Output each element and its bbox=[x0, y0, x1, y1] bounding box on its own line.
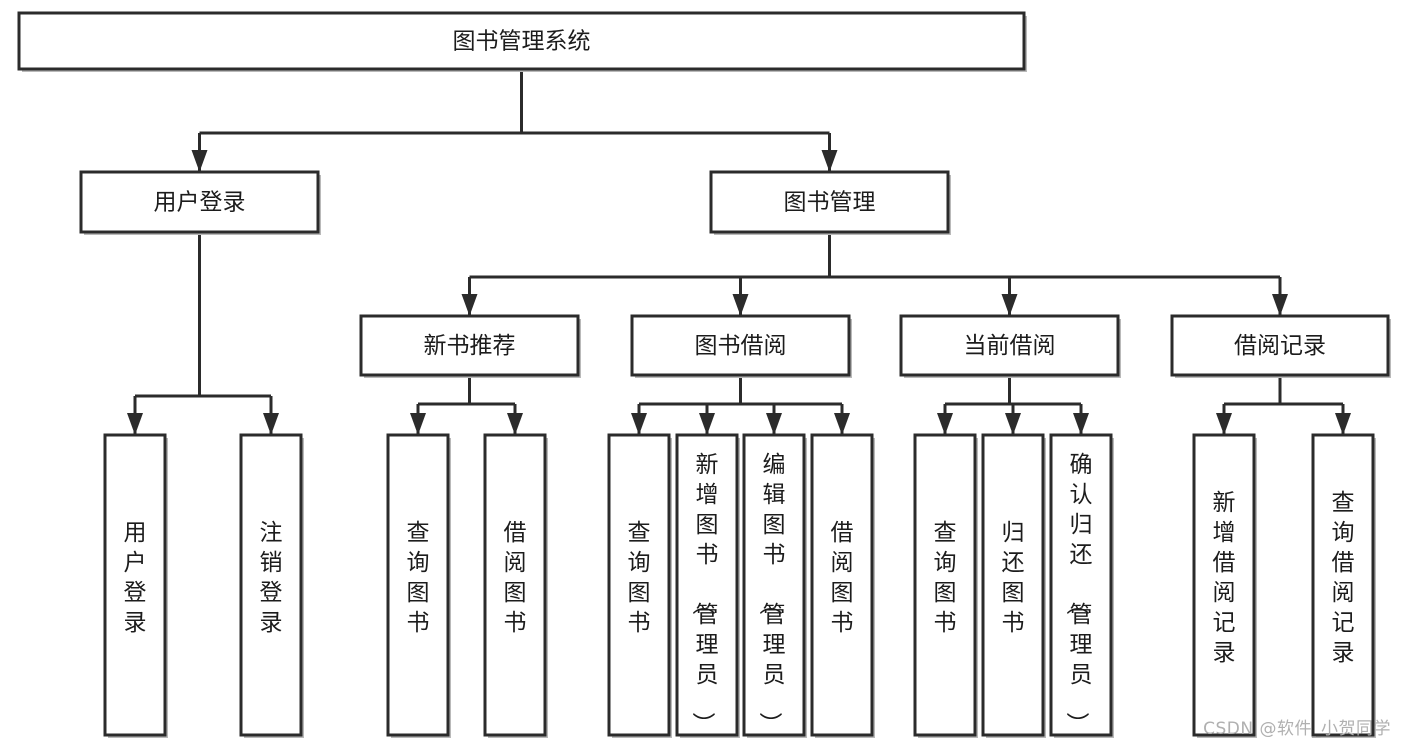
node-label: 查询借阅记录 bbox=[1332, 490, 1355, 666]
node-root-system[interactable]: 图书管理系统 bbox=[17, 11, 1027, 72]
node-label: 当前借阅 bbox=[964, 333, 1056, 359]
box-outline bbox=[810, 433, 874, 737]
arrow-head bbox=[631, 413, 647, 435]
node-level2-0[interactable]: 用户登录 bbox=[79, 170, 321, 235]
box-outline bbox=[239, 433, 303, 737]
node-label: 图书管理系统 bbox=[453, 29, 591, 55]
node-label: 编辑图书（管理员） bbox=[757, 452, 786, 735]
box-outline bbox=[1311, 433, 1375, 737]
node-leaf-3[interactable]: 借阅图书 bbox=[483, 433, 548, 738]
node-label: 查询图书 bbox=[934, 520, 957, 636]
node-leaf-6[interactable]: 编辑图书（管理员） bbox=[742, 433, 807, 738]
node-label: 确认归还（管理员） bbox=[1064, 452, 1093, 735]
node-leaf-8[interactable]: 查询图书 bbox=[913, 433, 978, 738]
box-outline bbox=[386, 433, 450, 737]
box-outline bbox=[1049, 433, 1113, 737]
node-level3-0[interactable]: 新书推荐 bbox=[359, 314, 581, 378]
node-leaf-2[interactable]: 查询图书 bbox=[386, 433, 451, 738]
node-label: 图书管理 bbox=[784, 190, 876, 216]
node-leaf-12[interactable]: 查询借阅记录 bbox=[1311, 433, 1376, 738]
box-outline bbox=[899, 314, 1120, 377]
node-level2-1[interactable]: 图书管理 bbox=[709, 170, 951, 235]
arrow-head bbox=[821, 150, 838, 172]
arrow-head bbox=[263, 413, 279, 435]
arrow-head bbox=[1001, 294, 1018, 316]
arrow-head bbox=[834, 413, 850, 435]
arrow-head bbox=[127, 413, 143, 435]
node-label: 查询图书 bbox=[407, 520, 430, 636]
box-outline bbox=[483, 433, 547, 737]
box-outline bbox=[79, 170, 320, 234]
arrow-head bbox=[1005, 413, 1021, 435]
box-outline bbox=[607, 433, 671, 737]
box-outline bbox=[17, 11, 1026, 71]
node-leaf-9[interactable]: 归还图书 bbox=[981, 433, 1046, 738]
box-outline bbox=[630, 314, 851, 377]
node-leaf-5[interactable]: 新增图书（管理员） bbox=[675, 433, 740, 738]
box-outline bbox=[709, 170, 950, 234]
box-outline bbox=[1192, 433, 1256, 737]
box-outline bbox=[981, 433, 1045, 737]
box-outline bbox=[742, 433, 806, 737]
node-label: 用户登录 bbox=[154, 190, 246, 216]
arrow-head bbox=[766, 413, 782, 435]
node-layer: 图书管理系统用户登录图书管理新书推荐图书借阅当前借阅借阅记录用户登录注销登录查询… bbox=[17, 11, 1391, 738]
node-label: 新增借阅记录 bbox=[1213, 490, 1236, 666]
box-outline bbox=[913, 433, 977, 737]
node-label: 用户登录 bbox=[124, 520, 147, 636]
arrow-head bbox=[461, 294, 478, 316]
node-leaf-11[interactable]: 新增借阅记录 bbox=[1192, 433, 1257, 738]
node-label: 注销登录 bbox=[260, 520, 283, 636]
node-label: 借阅记录 bbox=[1234, 333, 1326, 359]
arrow-head bbox=[699, 413, 715, 435]
arrow-head bbox=[507, 413, 523, 435]
node-level3-2[interactable]: 当前借阅 bbox=[899, 314, 1121, 378]
box-outline bbox=[103, 433, 167, 737]
arrow-head bbox=[1335, 413, 1351, 435]
node-level3-3[interactable]: 借阅记录 bbox=[1170, 314, 1391, 378]
node-level3-1[interactable]: 图书借阅 bbox=[630, 314, 852, 378]
node-label: 查询图书 bbox=[628, 520, 651, 636]
node-leaf-7[interactable]: 借阅图书 bbox=[810, 433, 875, 738]
box-outline bbox=[1170, 314, 1390, 377]
node-label: 图书借阅 bbox=[695, 333, 787, 359]
arrow-head bbox=[191, 150, 208, 172]
node-label: 新书推荐 bbox=[424, 333, 516, 359]
node-label: 借阅图书 bbox=[504, 520, 527, 636]
node-leaf-4[interactable]: 查询图书 bbox=[607, 433, 672, 738]
node-leaf-1[interactable]: 注销登录 bbox=[239, 433, 304, 738]
arrow-head bbox=[1073, 413, 1089, 435]
arrow-head bbox=[410, 413, 426, 435]
node-label: 借阅图书 bbox=[831, 520, 854, 636]
arrow-head bbox=[937, 413, 953, 435]
arrow-head bbox=[1272, 294, 1288, 316]
box-outline bbox=[675, 433, 739, 737]
node-label: 归还图书 bbox=[1002, 520, 1025, 636]
arrow-head bbox=[1216, 413, 1232, 435]
connector-layer bbox=[127, 69, 1351, 435]
box-outline bbox=[359, 314, 580, 377]
node-leaf-0[interactable]: 用户登录 bbox=[103, 433, 168, 738]
node-label: 新增图书（管理员） bbox=[690, 452, 719, 735]
node-leaf-10[interactable]: 确认归还（管理员） bbox=[1049, 433, 1114, 738]
arrow-head bbox=[732, 294, 749, 316]
